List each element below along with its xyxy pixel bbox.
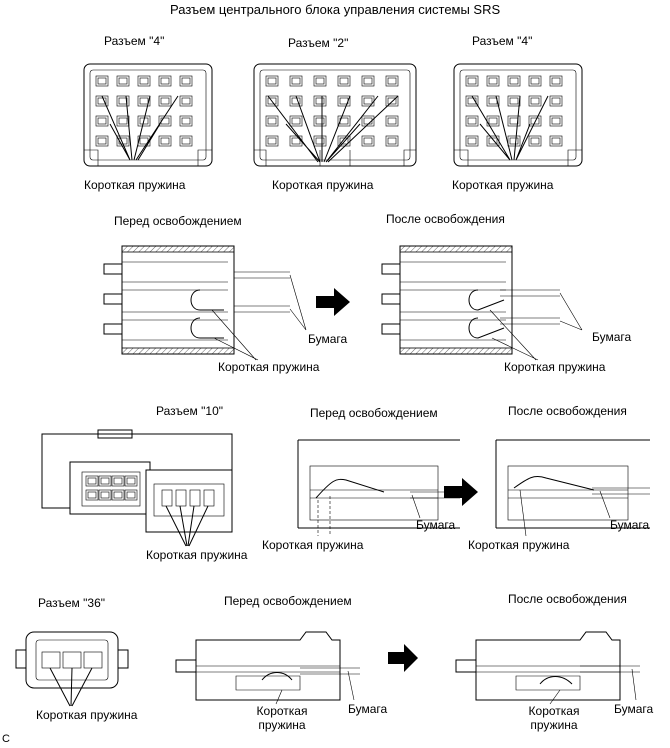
terminal-cell [337,115,351,127]
terminal-cell [158,95,172,107]
terminal-cell [158,75,172,87]
terminal-cell [361,135,375,147]
terminal-cell [549,115,563,127]
terminal-cell [265,115,279,127]
terminal-cell [313,95,327,107]
spring-label-36-before: Короткая пружина [256,704,308,732]
spring-label-10-before: Короткая пружина [262,538,364,552]
terminal-cell [289,75,303,87]
connector-4-right-label: Разъем "4" [472,34,533,48]
connector-10-label: Разъем "10" [156,404,224,418]
cross-section-before [103,245,307,361]
spring-label-after: Короткая пружина [504,360,606,374]
spring-label-10-after: Короткая пружина [468,538,570,552]
terminal-cell [179,75,193,87]
connector-4-right-face [453,63,583,167]
before-release-label-10: Перед освобождением [310,406,438,420]
terminal-cell [158,115,172,127]
connector-36-face [15,631,129,707]
terminal-grid-2 [265,75,399,147]
arrow-icon [388,644,418,672]
spring-label-36-after: Короткая пружина [528,704,580,732]
terminal-cell [465,75,479,87]
terminal-cell [465,95,479,107]
terminal-cell [313,115,327,127]
terminal-cell [528,135,542,147]
detail-36-before [175,631,360,705]
terminal-cell [313,135,327,147]
before-release-label: Перед освобождением [114,214,242,228]
terminal-cell [465,135,479,147]
terminal-cell [179,115,193,127]
paper-label-36-before: Бумага [348,702,388,716]
detail-10-after [495,439,650,537]
terminal-cell [337,75,351,87]
terminal-cell [289,135,303,147]
paper-label-10-before: Бумага [416,518,456,532]
terminal-cell [361,75,375,87]
spring-label-36: Короткая пружина [36,708,138,722]
terminal-cell [385,135,399,147]
terminal-cell [486,75,500,87]
corner-mark: C [2,733,10,745]
terminal-cell [265,75,279,87]
terminal-cell [465,115,479,127]
terminal-cell [116,115,130,127]
terminal-cell [361,95,375,107]
cross-section-after [381,245,583,361]
paper-label-after: Бумага [592,330,632,344]
terminal-cell [289,95,303,107]
terminal-cell [486,95,500,107]
terminal-cell [179,95,193,107]
terminal-cell [528,75,542,87]
terminal-cell [95,75,109,87]
connector-2-face [253,63,417,167]
terminal-cell [549,75,563,87]
terminal-cell [137,75,151,87]
terminal-cell [507,75,521,87]
after-release-label: После освобождения [386,212,505,226]
after-release-label-10: После освобождения [508,404,627,418]
terminal-cell [385,75,399,87]
terminal-cell [385,115,399,127]
spring-label-10: Короткая пружина [146,548,248,562]
paper-label-10-after: Бумага [610,518,650,532]
paper-label-36-after: Бумага [614,702,654,716]
paper-label-before: Бумага [308,332,348,346]
terminal-cell [528,95,542,107]
terminal-grid-4-left [95,75,193,147]
page-title: Разъем центрального блока управления сис… [170,2,501,17]
terminal-cell [507,95,521,107]
terminal-cell [289,115,303,127]
connector-2-label: Разъем "2" [288,36,349,50]
terminal-cell [95,115,109,127]
terminal-cell [95,135,109,147]
terminal-cell [549,95,563,107]
terminal-cell [313,75,327,87]
terminal-cell [179,135,193,147]
detail-36-after [455,631,640,705]
arrow-icon [316,288,350,316]
spring-label-c: Короткая пружина [452,178,554,192]
connector-36-label: Разъем "36" [38,596,106,610]
connector-10-assembly [41,429,233,547]
spring-label-before: Короткая пружина [218,360,320,374]
before-release-label-36: Перед освобождением [224,594,352,608]
terminal-cell [116,75,130,87]
connector-4-left-face [83,63,213,167]
spring-label-b: Короткая пружина [272,178,374,192]
terminal-cell [507,135,521,147]
after-release-label-36: После освобождения [508,592,627,606]
terminal-cell [337,95,351,107]
arrow-icon [444,478,478,506]
terminal-cell [265,135,279,147]
terminal-cell [158,135,172,147]
spring-label-a: Короткая пружина [84,178,186,192]
connector-4-left-label: Разъем "4" [104,34,165,48]
terminal-cell [549,135,563,147]
